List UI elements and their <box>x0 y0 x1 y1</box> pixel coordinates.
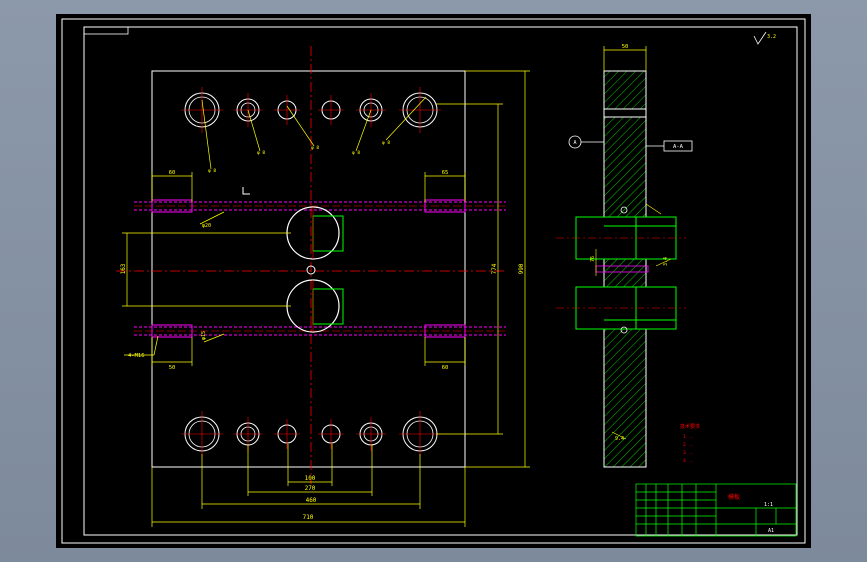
bottom-hole-5 <box>356 417 386 451</box>
title-sheet: A1 <box>768 528 774 534</box>
plan-view: φ 8 φ 8 φ 8 φ 8 φ 8 <box>116 46 530 527</box>
dim-vertical-pitch: 163 <box>120 263 127 274</box>
dim-right-offset-top: 65 <box>442 170 449 176</box>
notes-line-4: 4. ... <box>683 458 693 464</box>
cad-drawing-canvas[interactable]: φ 8 φ 8 φ 8 φ 8 φ 8 <box>56 14 811 548</box>
section-small-dim-2: 76 <box>590 256 596 262</box>
top-hole-1 <box>181 87 223 133</box>
corner-tag-box <box>83 26 129 35</box>
section-width-dim: 50 <box>622 44 629 50</box>
sprue-hole <box>306 265 316 275</box>
title-scale: 1:1 <box>764 502 773 508</box>
view-marker <box>242 187 250 195</box>
section-small-dim-1: 3.4 <box>663 257 669 266</box>
dim-inner-height: 774 <box>491 263 498 274</box>
notes-line-1: 1. ... <box>683 434 693 440</box>
leader-label-1: φ 8 <box>208 168 216 174</box>
bottom-hole-4 <box>318 419 344 449</box>
dim-left-offset-bottom: 50 <box>169 365 176 371</box>
section-label: A <box>573 140 576 146</box>
dim-overall-width: 710 <box>303 514 314 521</box>
dim-span-270: 270 <box>305 485 316 492</box>
notes-line-3: 3. ... <box>683 450 693 456</box>
dim-overall-height: 990 <box>518 263 525 274</box>
dim-span-100: 100 <box>305 475 316 482</box>
title-part-name: 模板 <box>728 493 740 501</box>
section-top-band <box>603 108 647 118</box>
cooling-channel-bottom <box>134 324 506 338</box>
leader-label-3: φ 8 <box>311 145 319 151</box>
drawing-svg[interactable]: φ 8 φ 8 φ 8 φ 8 φ 8 <box>56 14 811 548</box>
top-hole-4 <box>318 95 344 125</box>
callout-thread: 4-M16 <box>128 353 145 359</box>
notes-line-2: 2. ... <box>683 442 693 448</box>
sheet-inner-border <box>83 26 798 536</box>
callout-cooling-dia-top: φ20 <box>202 223 211 229</box>
hole-row-top <box>181 87 441 133</box>
dimension-lines <box>122 70 530 527</box>
section-small-dim-3: 9.4 <box>615 436 624 442</box>
technical-notes: 技术要求 1. ... 2. ... 3. ... 4. ... <box>680 423 700 464</box>
notes-heading: 技术要求 <box>680 423 700 430</box>
top-hole-3 <box>274 95 300 125</box>
bottom-hole-6 <box>399 411 441 457</box>
section-view: 50 A A-A 3.4 76 <box>556 31 776 468</box>
dim-left-offset-top: 60 <box>169 170 176 176</box>
section-top-block <box>603 70 647 110</box>
sheet-outer-border <box>61 18 806 544</box>
section-callout-text: A-A <box>673 144 684 150</box>
title-block <box>635 483 797 537</box>
leader-label-5: φ 8 <box>382 140 390 146</box>
roughness-symbol <box>753 31 767 45</box>
dim-right-offset-bottom: 60 <box>442 365 449 371</box>
section-callout-box <box>663 140 693 152</box>
bottom-hole-1 <box>181 411 223 457</box>
top-hole-6 <box>399 87 441 133</box>
cooling-channel-top <box>134 199 506 213</box>
dim-span-460: 460 <box>306 497 317 504</box>
leader-label-4: φ 8 <box>352 150 360 156</box>
plate-outline <box>151 70 466 468</box>
callout-cooling-dia-bottom: φ15 <box>201 331 207 340</box>
hole-leaders <box>201 96 427 170</box>
central-pocket-lower <box>286 279 344 333</box>
bottom-hole-3 <box>274 419 300 449</box>
roughness-value: 3.2 <box>767 34 776 40</box>
leader-label-2: φ 8 <box>257 150 265 156</box>
central-pocket-upper <box>286 206 344 260</box>
